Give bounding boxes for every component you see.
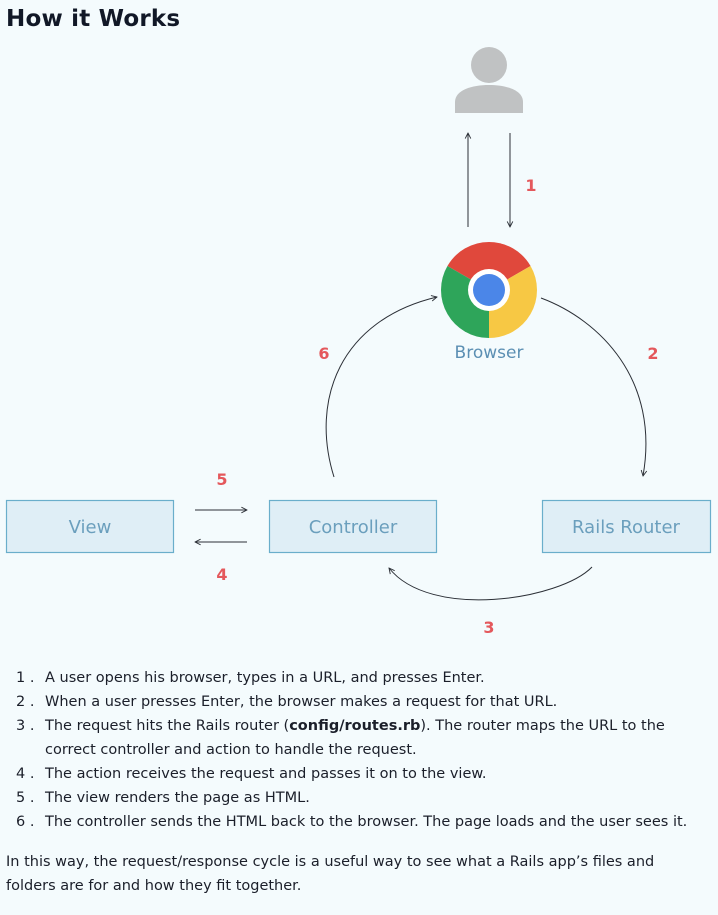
list-item-text: The controller sends the HTML back to th… <box>45 814 688 830</box>
closing-paragraph: In this way, the request/response cycle … <box>6 854 655 894</box>
router-box: Rails Router <box>541 499 712 554</box>
router-box-label: Rails Router <box>572 517 680 538</box>
step-number-1: 1 <box>525 176 536 195</box>
view-box: View <box>5 499 175 554</box>
step-number-5: 5 <box>216 470 227 489</box>
list-item-text: The action receives the request and pass… <box>45 766 487 782</box>
step-number-6: 6 <box>318 344 329 363</box>
list-item-text: A user opens his browser, types in a URL… <box>45 670 485 686</box>
arrow-browser-to-router <box>540 297 646 476</box>
list-item-number: 6 . <box>16 814 35 830</box>
browser-label: Browser <box>455 343 524 363</box>
list-item-number: 2 . <box>16 694 35 710</box>
chrome-icon <box>440 241 538 338</box>
user-icon <box>455 47 523 113</box>
list-item: 6 . The controller sends the HTML back t… <box>0 810 700 834</box>
arrow-controller-to-browser <box>325 297 437 478</box>
step-number-4: 4 <box>216 565 227 584</box>
list-item-text: When a user presses Enter, the browser m… <box>45 694 558 710</box>
list-item-number: 5 . <box>16 790 35 806</box>
list-item-number: 3 . <box>16 718 35 734</box>
request-cycle-diagram: Browser View Controller Rails Router 1 2… <box>5 47 712 637</box>
list-item-text-after: ). The router maps the URL to the correc… <box>45 718 665 758</box>
steps-list: 1 . A user opens his browser, types in a… <box>0 666 700 834</box>
controller-box-label: Controller <box>309 517 398 538</box>
page-title: How it Works <box>6 6 181 32</box>
step-number-3: 3 <box>483 618 494 637</box>
controller-box: Controller <box>268 499 438 554</box>
list-item: 2 . When a user presses Enter, the brows… <box>0 690 700 714</box>
list-item: 1 . A user opens his browser, types in a… <box>0 666 700 690</box>
list-item-text-before: The request hits the Rails router ( <box>45 718 290 734</box>
list-item-number: 1 . <box>16 670 35 686</box>
routes-file-path: config/routes.rb <box>289 718 421 734</box>
list-item: 3 . The request hits the Rails router (c… <box>0 714 700 762</box>
arrow-router-to-controller <box>389 566 593 601</box>
list-item: 5 . The view renders the page as HTML. <box>0 786 700 810</box>
list-item: 4 . The action receives the request and … <box>0 762 700 786</box>
list-item-number: 4 . <box>16 766 35 782</box>
view-box-label: View <box>69 517 112 538</box>
list-item-text: The view renders the page as HTML. <box>45 790 310 806</box>
step-number-2: 2 <box>647 344 658 363</box>
